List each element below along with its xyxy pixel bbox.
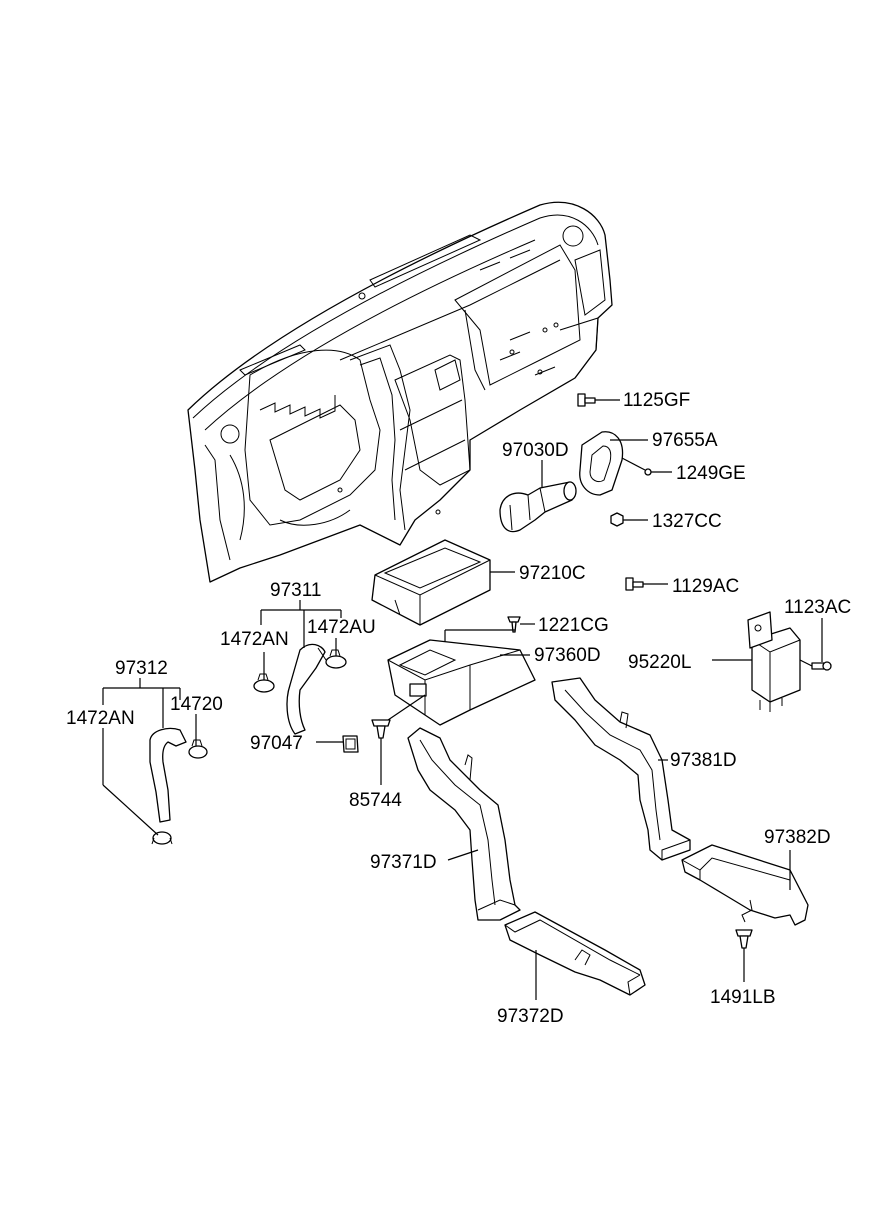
label-1123AC: 1123AC [784,597,851,618]
hose-97030D [499,481,577,533]
label-1472AU: 1472AU [307,617,376,638]
label-97047: 97047 [250,733,303,754]
pad-97047 [342,735,359,753]
duct-bezel-97655A [579,431,624,496]
label-1472AN-lower: 1472AN [66,708,135,729]
screw-1249GE [644,468,652,476]
center-duct-97360D [387,639,536,726]
label-97030D: 97030D [502,440,569,461]
label-85744: 85744 [349,790,402,811]
clamp-1472AN-lower [151,831,173,845]
label-1249GE: 1249GE [676,463,746,484]
label-1327CC: 1327CC [652,511,722,532]
bolt-1123AC [811,661,832,671]
hose-97311 [286,643,327,735]
duct-97382D [681,844,809,926]
label-1129AC: 1129AC [672,576,739,597]
duct-97372D [504,911,646,996]
label-14720: 14720 [170,694,223,715]
label-1491LB: 1491LB [710,987,776,1008]
label-97312: 97312 [115,658,168,679]
label-1472AN-upper: 1472AN [220,629,289,650]
duct-97381D [551,677,691,861]
bolt-1125GF [577,393,596,407]
nut-1327CC [610,512,624,527]
duct-97371D [407,727,521,921]
label-1125GF: 1125GF [623,390,690,411]
dashboard-panel [187,201,613,583]
clamp-14720 [188,739,208,759]
part-labels: 1125GF 97655A 97030D 1249GE 1327CC 97210… [66,390,851,1027]
label-97655A: 97655A [652,430,718,451]
label-97372D: 97372D [497,1006,564,1027]
duct-box-97210C [371,539,491,626]
label-97311: 97311 [270,580,321,601]
label-1221CG: 1221CG [538,615,609,636]
bolt-1129AC [625,577,644,591]
label-97381D: 97381D [670,750,737,771]
label-97371D: 97371D [370,852,437,873]
label-95220L: 95220L [628,652,691,673]
hose-97312 [149,727,187,823]
clip-85744 [371,719,391,739]
label-97382D: 97382D [764,827,831,848]
relay-95220L [747,611,801,712]
clip-1491LB [735,929,753,949]
label-97360D: 97360D [534,645,601,666]
label-97210C: 97210C [519,563,586,584]
